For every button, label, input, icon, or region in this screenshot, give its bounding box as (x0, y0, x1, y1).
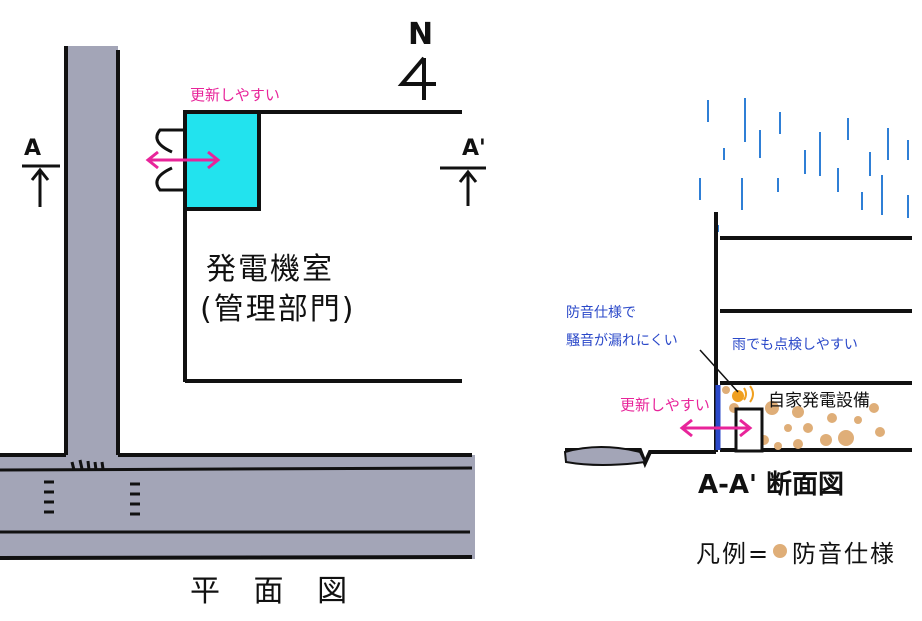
section-title: A-A' 断面図 (698, 470, 845, 500)
legend-item: 防音仕様 (792, 540, 896, 568)
room-name: 発電機室 (206, 252, 334, 287)
crosswalk-marks (44, 459, 140, 516)
update-arrow (145, 150, 221, 170)
section-marker-right (440, 166, 486, 206)
legend-dot (773, 544, 787, 558)
north-arrow-icon (397, 56, 436, 100)
soundproof-note-line1: 防音仕様で (566, 305, 636, 321)
section-view (563, 98, 912, 558)
section-label-left: A (24, 136, 42, 161)
north-label: N (408, 17, 434, 52)
section-marker-left (22, 164, 60, 207)
soundproof-dots (722, 386, 885, 450)
door-icon (155, 128, 185, 192)
section-easy-update-label: 更新しやすい (620, 396, 710, 414)
plan-title: 平 面 図 (190, 574, 360, 609)
room-department: (管理部門) (200, 292, 356, 327)
equipment-label: 自家発電設備 (768, 391, 870, 411)
section-label-right: A' (462, 136, 486, 161)
rain-lines (699, 98, 909, 232)
note-pointer (699, 349, 739, 393)
section-update-arrow (679, 418, 753, 438)
ground-blob (563, 446, 647, 466)
legend-label: 凡例= (696, 540, 771, 568)
vertical-road (66, 46, 118, 458)
rain-inspection-note: 雨でも点検しやすい (732, 337, 858, 353)
noise-mark-icon (732, 385, 754, 403)
horizontal-road (0, 455, 475, 559)
plan-easy-update-label: 更新しやすい (190, 86, 280, 104)
plan-view (0, 46, 486, 560)
soundproof-note-line2: 騒音が漏れにくい (566, 333, 678, 349)
